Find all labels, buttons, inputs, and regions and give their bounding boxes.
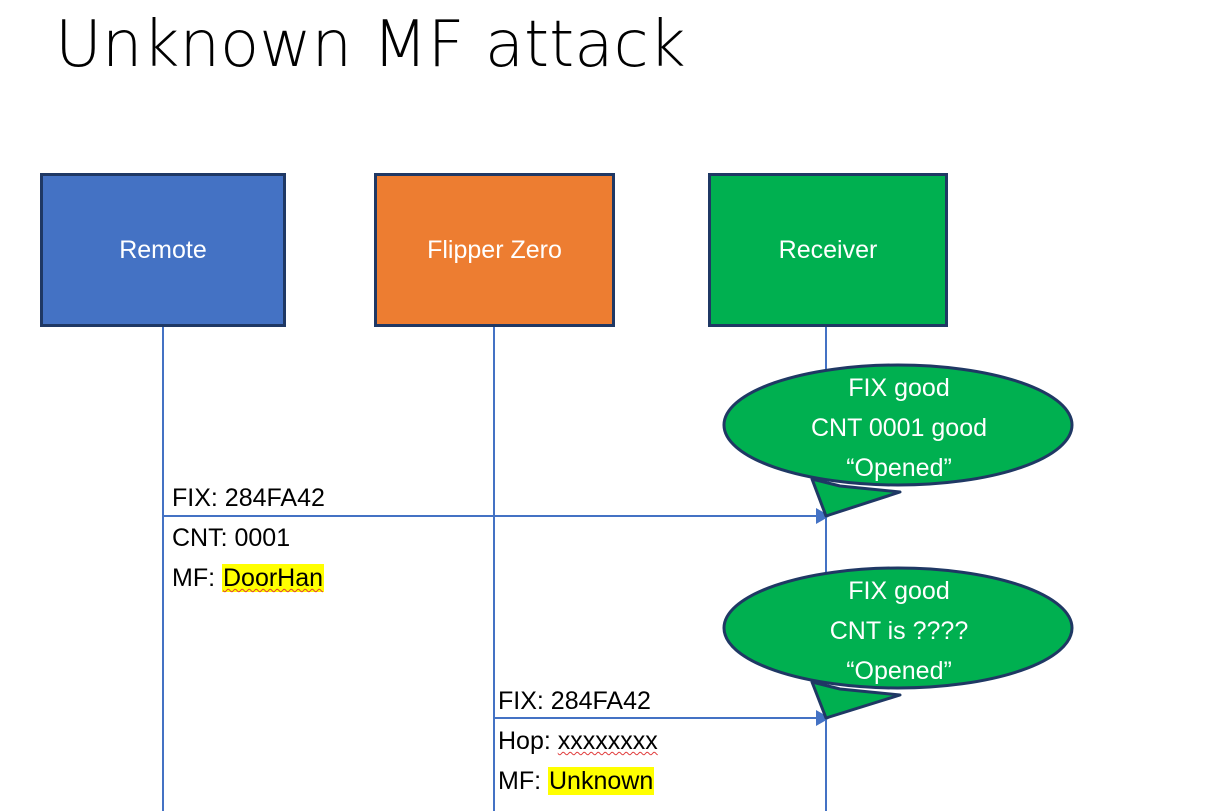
message-2-mf-prefix: MF:: [498, 767, 548, 795]
message-1-cnt-prefix: CNT:: [172, 524, 235, 552]
actor-box-remote[interactable]: Remote: [40, 173, 286, 327]
slide-title: Unknown MF attack: [55, 8, 686, 82]
message-1-fix-value: 284FA42: [224, 484, 325, 512]
actor-box-receiver[interactable]: Receiver: [708, 173, 948, 327]
actor-label-flipper-zero: Flipper Zero: [427, 235, 562, 264]
message-2-hop-line: Hop: xxxxxxxx: [498, 721, 658, 761]
message-2-mf-line: MF: Unknown: [498, 761, 655, 801]
message-2-hop-value: xxxxxxxx: [557, 727, 658, 755]
message-1-cnt-line: CNT: 0001: [172, 518, 290, 558]
message-arrow-flipper-to-receiver: [494, 710, 830, 726]
message-2-fix-prefix: FIX:: [498, 687, 551, 715]
actor-label-remote: Remote: [119, 235, 207, 264]
actor-box-flipper-zero[interactable]: Flipper Zero: [374, 173, 615, 327]
message-1-cnt-value: 0001: [234, 524, 291, 552]
message-2-fix-value: 284FA42: [550, 687, 651, 715]
speech-bubble-1: [722, 363, 1074, 518]
message-2-mf-value: Unknown: [548, 767, 655, 795]
message-1-fix-line: FIX: 284FA42: [172, 478, 325, 518]
message-2-fix-line: FIX: 284FA42: [498, 681, 651, 721]
message-1-fix-prefix: FIX:: [172, 484, 225, 512]
message-2-hop-prefix: Hop:: [498, 727, 558, 755]
message-1-mf-value: DoorHan: [222, 564, 325, 592]
message-1-mf-line: MF: DoorHan: [172, 558, 325, 598]
message-arrow-remote-to-receiver: [163, 508, 830, 524]
speech-bubble-2: [722, 566, 1074, 720]
message-1-mf-prefix: MF:: [172, 564, 222, 592]
actor-label-receiver: Receiver: [778, 235, 878, 264]
